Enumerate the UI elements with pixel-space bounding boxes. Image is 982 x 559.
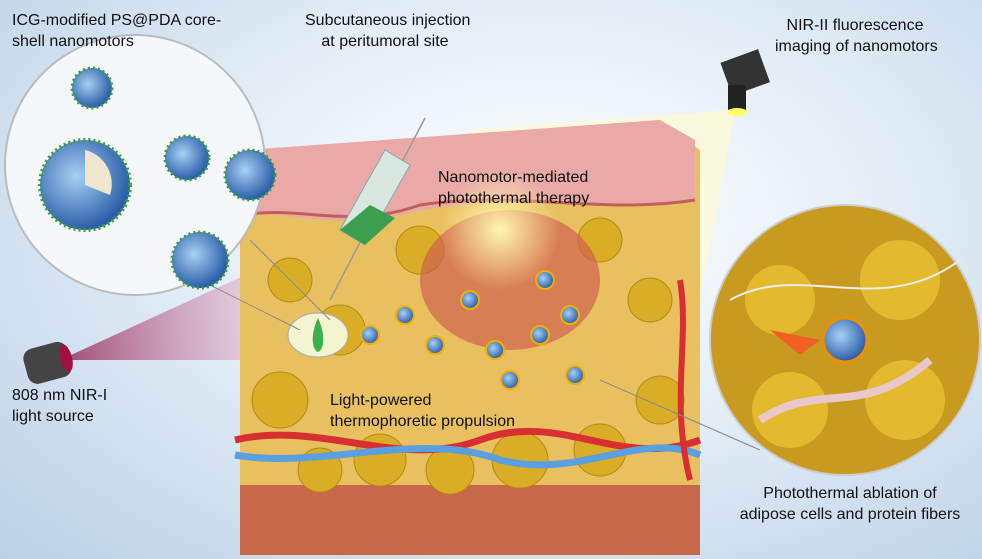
label-therapy: Nanomotor-mediated photothermal therapy: [438, 167, 589, 209]
label-line: at peritumoral site: [321, 33, 449, 50]
label-line: Photothermal ablation of: [763, 485, 937, 502]
label-line: light source: [12, 408, 94, 425]
label-propulsion: Light-powered thermophoretic propulsion: [330, 390, 515, 432]
label-line: imaging of nanomotors: [775, 38, 938, 55]
label-line: Nanomotor-mediated: [438, 169, 589, 186]
label-ablation: Photothermal ablation of adipose cells a…: [725, 483, 975, 525]
nanomotor-inset: [4, 34, 277, 296]
ablation-inset: [709, 204, 981, 476]
laser-source-icon: [23, 341, 73, 384]
label-line: 808 nm NIR-I: [12, 387, 108, 404]
label-line: ICG-modified PS@PDA core-: [12, 12, 222, 29]
label-imaging: NIR-II fluorescence imaging of nanomotor…: [775, 15, 938, 57]
camera-icon: [720, 49, 770, 116]
label-line: NIR-II fluorescence: [786, 17, 924, 34]
label-injection: Subcutaneous injection at peritumoral si…: [305, 10, 471, 52]
label-line: Light-powered: [330, 392, 432, 409]
label-light-source: 808 nm NIR-I light source: [12, 385, 107, 427]
nanomotors-in-tissue: [360, 270, 585, 390]
label-nanomotors: ICG-modified PS@PDA core- shell nanomoto…: [12, 10, 221, 52]
label-line: adipose cells and protein fibers: [739, 506, 961, 523]
syringe: [287, 117, 426, 358]
label-line: photothermal therapy: [438, 190, 590, 207]
label-line: shell nanomotors: [12, 33, 134, 50]
label-line: Subcutaneous injection: [305, 12, 471, 29]
label-line: thermophoretic propulsion: [330, 413, 515, 430]
